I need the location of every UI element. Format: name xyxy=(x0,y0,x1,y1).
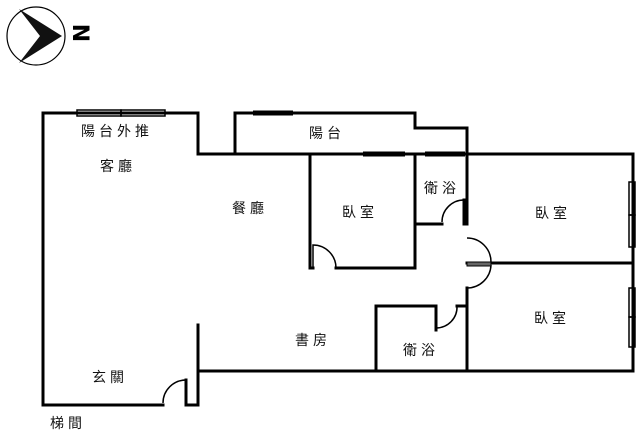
compass-icon xyxy=(6,6,66,66)
label-balcony-extension: 陽台外推 xyxy=(81,124,153,140)
label-dining-room: 餐廳 xyxy=(232,201,268,217)
walls xyxy=(41,111,635,407)
north-label: N xyxy=(67,23,93,43)
label-bedroom-top-right: 臥室 xyxy=(535,206,571,222)
label-bathroom-bottom: 衛浴 xyxy=(403,343,439,359)
label-bedroom-bottom-right: 臥室 xyxy=(534,311,570,327)
label-entrance: 玄關 xyxy=(92,370,128,386)
label-bedroom-middle: 臥室 xyxy=(342,205,378,221)
windows xyxy=(76,109,636,348)
label-living-room: 客廳 xyxy=(100,159,136,175)
label-stairwell: 梯間 xyxy=(50,416,86,432)
label-balcony: 陽台 xyxy=(309,126,345,142)
label-study: 書房 xyxy=(295,333,331,349)
doors xyxy=(162,199,492,404)
label-bathroom-top: 衛浴 xyxy=(424,181,460,197)
